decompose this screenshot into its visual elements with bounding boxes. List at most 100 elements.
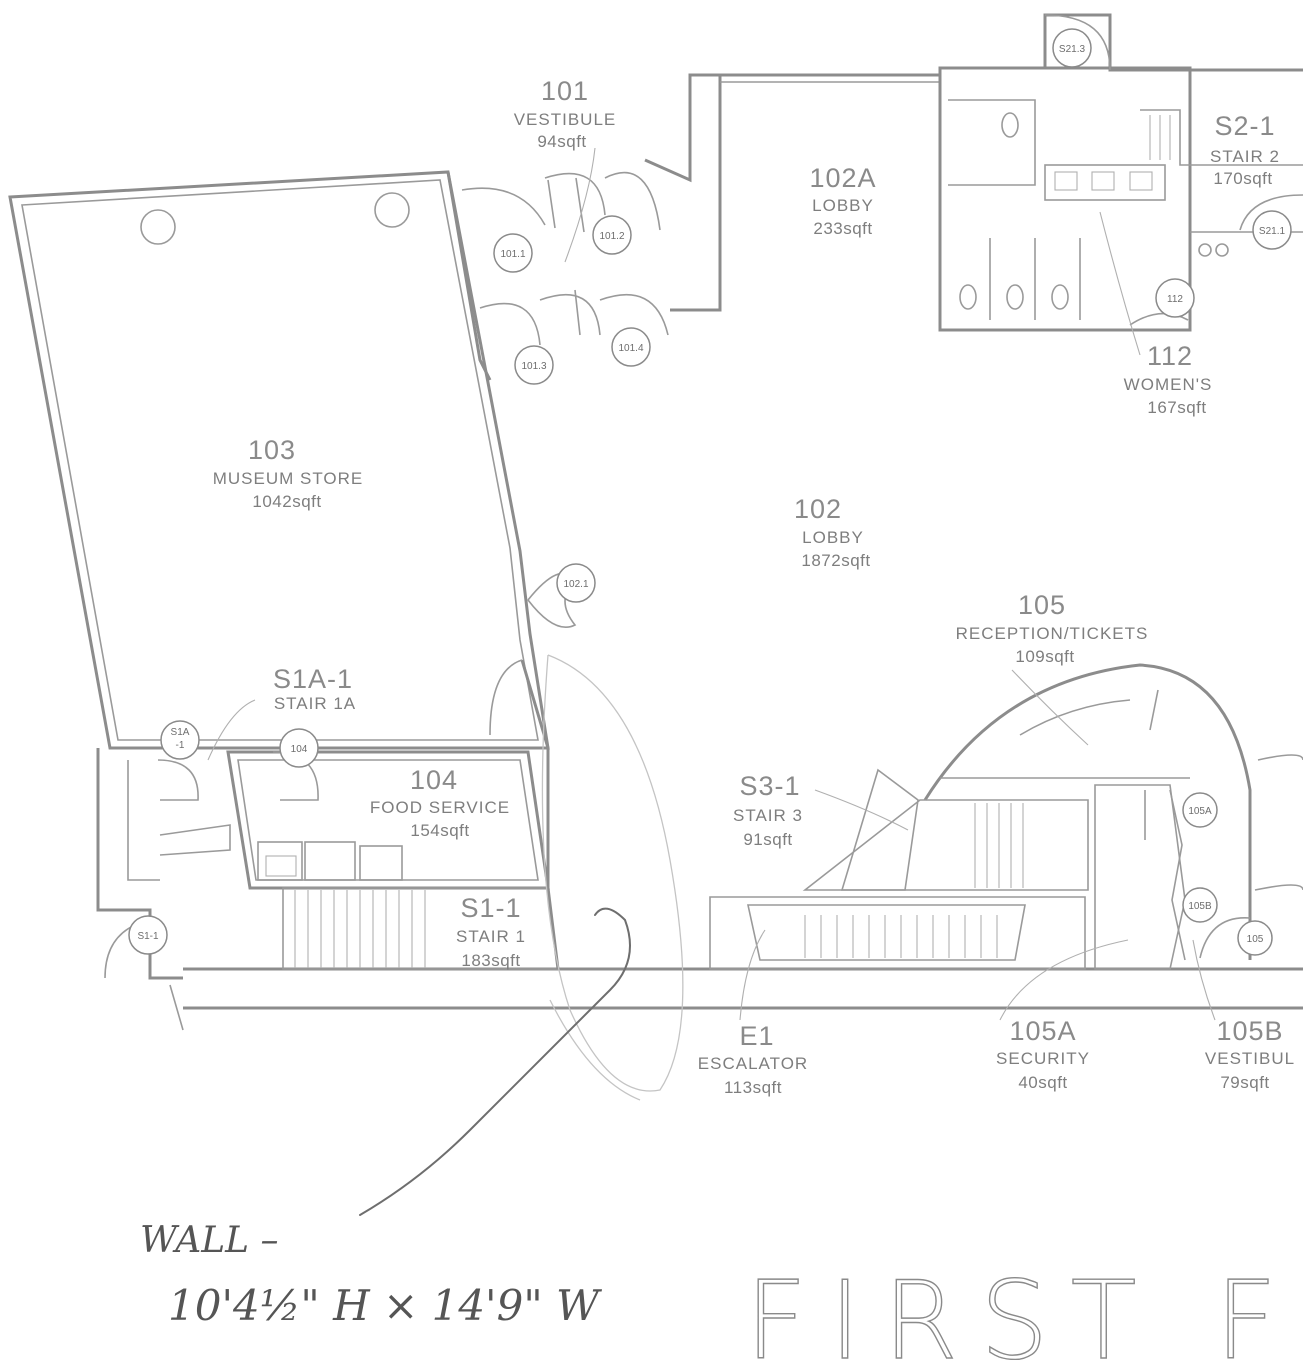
door-101-4-swing [539, 293, 601, 336]
door-101-2b-swing [604, 171, 661, 231]
door-tag-105: 105 [1237, 920, 1273, 956]
stair-3-treads [974, 803, 1024, 888]
counter-2 [304, 841, 356, 881]
svg-text:LOBBY: LOBBY [812, 196, 874, 215]
svg-text:STAIR 1: STAIR 1 [456, 927, 526, 946]
svg-text:STAIR 2: STAIR 2 [1210, 147, 1280, 166]
svg-text:S1-1: S1-1 [137, 931, 159, 942]
door-leaf [575, 177, 585, 233]
svg-text:170sqft: 170sqft [1213, 169, 1272, 188]
fixture-1 [1198, 243, 1212, 257]
svg-text:ESCALATOR: ESCALATOR [698, 1054, 808, 1073]
door-leaf [574, 289, 581, 336]
handwritten-arrow [359, 907, 631, 1216]
wall-womens [938, 66, 1192, 332]
door-tag-101-3: 101.3 [514, 345, 554, 385]
svg-text:103: 103 [248, 435, 296, 465]
svg-text:S21.1: S21.1 [1259, 226, 1286, 237]
wc-accessible [1001, 112, 1019, 138]
svg-text:101.1: 101.1 [500, 249, 525, 260]
svg-text:79sqft: 79sqft [1220, 1073, 1269, 1092]
svg-text:112: 112 [1147, 341, 1193, 371]
wc-3 [1051, 284, 1069, 310]
sheet-title: FIRST FL [745, 1259, 1303, 1360]
leader-101 [564, 147, 596, 263]
door-tags: 101.1 101.2 101.3 101.4 102.1 104 S1A-1 … [128, 28, 1292, 956]
stair-3-angled-flight [840, 768, 919, 891]
wall-vestibule-west [446, 171, 492, 381]
svg-text:101.3: 101.3 [521, 361, 546, 372]
escalator-outline [709, 896, 1086, 970]
door-tag-101-4: 101.4 [611, 327, 651, 367]
pencil-marks [541, 654, 684, 1101]
door-tag-104: 104 [279, 728, 319, 768]
wall-west-inner [127, 760, 160, 881]
svg-text:105A: 105A [1009, 1016, 1076, 1046]
leader-112 [1099, 211, 1141, 356]
room-105a: 105A SECURITY 40sqft [996, 1016, 1089, 1092]
svg-text:FOOD SERVICE: FOOD SERVICE [370, 798, 510, 817]
reception-partition [1149, 689, 1159, 731]
svg-text:RECEPTION/TICKETS: RECEPTION/TICKETS [956, 624, 1149, 643]
svg-text:VESTIBULE: VESTIBULE [514, 110, 617, 129]
wall-reception-curve [923, 663, 1252, 960]
door-112-swing [1129, 312, 1189, 326]
door-101-4b-swing [599, 293, 669, 336]
lavatory-counter [1044, 164, 1166, 201]
svg-text:1042sqft: 1042sqft [252, 492, 321, 511]
pencil-stroke [549, 999, 641, 1101]
stair-2-outline [1140, 109, 1303, 166]
counter-3 [359, 845, 403, 881]
svg-text:94sqft: 94sqft [537, 132, 586, 151]
room-102: 102 LOBBY 1872sqft [794, 494, 870, 570]
door-tag-101-2: 101.2 [592, 215, 632, 255]
door-tag-s21-1: S21.1 [1252, 210, 1292, 250]
leader-s1a1 [207, 699, 256, 761]
svg-text:104: 104 [410, 765, 458, 795]
svg-text:154sqft: 154sqft [410, 821, 469, 840]
door-tag-s1a-1: S1A-1 [160, 720, 200, 760]
door-leaf [547, 179, 556, 229]
svg-text:167sqft: 167sqft [1147, 398, 1206, 417]
stair-3-outline [802, 799, 1089, 891]
room-105b: 105B VESTIBUL 79sqft [1205, 1016, 1294, 1092]
wall-food-service [226, 750, 550, 890]
wall-security-zigzag [1169, 789, 1186, 961]
svg-text:E1: E1 [739, 1021, 774, 1051]
wall-food-service-inner [237, 759, 539, 881]
fixture-2 [1215, 243, 1229, 257]
wall-lobby-west [520, 659, 560, 970]
sink [265, 855, 297, 877]
door-s21-1-swing [1239, 194, 1303, 231]
counter-1 [257, 841, 303, 881]
walls [8, 13, 1303, 1031]
leader-105a [999, 939, 1129, 1021]
svg-text:S1A: S1A [171, 727, 190, 738]
door-101-2-swing [544, 172, 606, 216]
door-tag-s1-1: S1-1 [128, 915, 168, 955]
door-tag-101-1: 101.1 [493, 233, 533, 273]
svg-text:S21.3: S21.3 [1059, 44, 1086, 55]
door-tag-112: 112 [1155, 278, 1195, 318]
svg-text:105: 105 [1247, 934, 1264, 945]
column-2 [374, 192, 410, 228]
svg-text:101: 101 [541, 76, 589, 106]
svg-text:104: 104 [291, 744, 308, 755]
lavatory-1 [1054, 171, 1078, 191]
handwritten-note: WALL – 10'4½" H × 14'9" W [140, 1220, 603, 1330]
room-e1: E1 ESCALATOR 113sqft [698, 1021, 808, 1097]
wc-1 [959, 284, 977, 310]
room-112: 112 WOMEN'S 167sqft [1124, 341, 1212, 417]
svg-text:MUSEUM STORE: MUSEUM STORE [213, 469, 364, 488]
lavatory-3 [1129, 171, 1153, 191]
svg-text:S1-1: S1-1 [460, 893, 521, 923]
room-s1-1: S1-1 STAIR 1 183sqft [456, 893, 526, 970]
svg-text:S1A-1: S1A-1 [273, 664, 353, 694]
svg-text:STAIR 1A: STAIR 1A [274, 694, 356, 713]
room-labels: 101 VESTIBULE 94sqft 102A LOBBY 233sqft … [213, 76, 1294, 1097]
svg-text:105A: 105A [1188, 806, 1212, 817]
svg-text:S3-1: S3-1 [739, 771, 800, 801]
room-102a: 102A LOBBY 233sqft [809, 163, 875, 238]
note-wall: WALL – [140, 1220, 278, 1261]
door-tag-102-1: 102.1 [556, 563, 596, 603]
